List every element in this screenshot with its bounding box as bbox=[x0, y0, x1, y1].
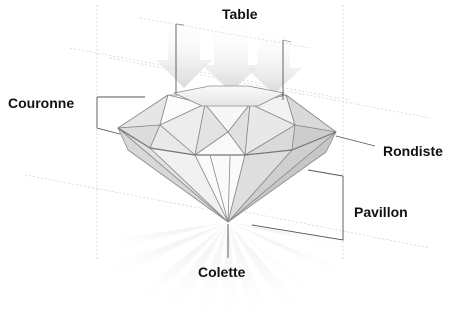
label-pavillon: Pavillon bbox=[354, 204, 408, 220]
label-table: Table bbox=[222, 6, 258, 22]
light-arrow-1 bbox=[156, 15, 212, 88]
diamond bbox=[118, 86, 336, 222]
incoming-light-arrows bbox=[156, 15, 302, 94]
light-arrow-2 bbox=[202, 20, 260, 92]
light-arrow-3 bbox=[246, 25, 302, 94]
label-rondiste: Rondiste bbox=[383, 143, 443, 159]
label-colette: Colette bbox=[198, 264, 245, 280]
label-couronne: Couronne bbox=[8, 95, 74, 111]
couronne-bracket-2 bbox=[97, 97, 120, 134]
rondiste-leader bbox=[336, 136, 375, 146]
pavillon-bracket-top bbox=[308, 170, 343, 176]
